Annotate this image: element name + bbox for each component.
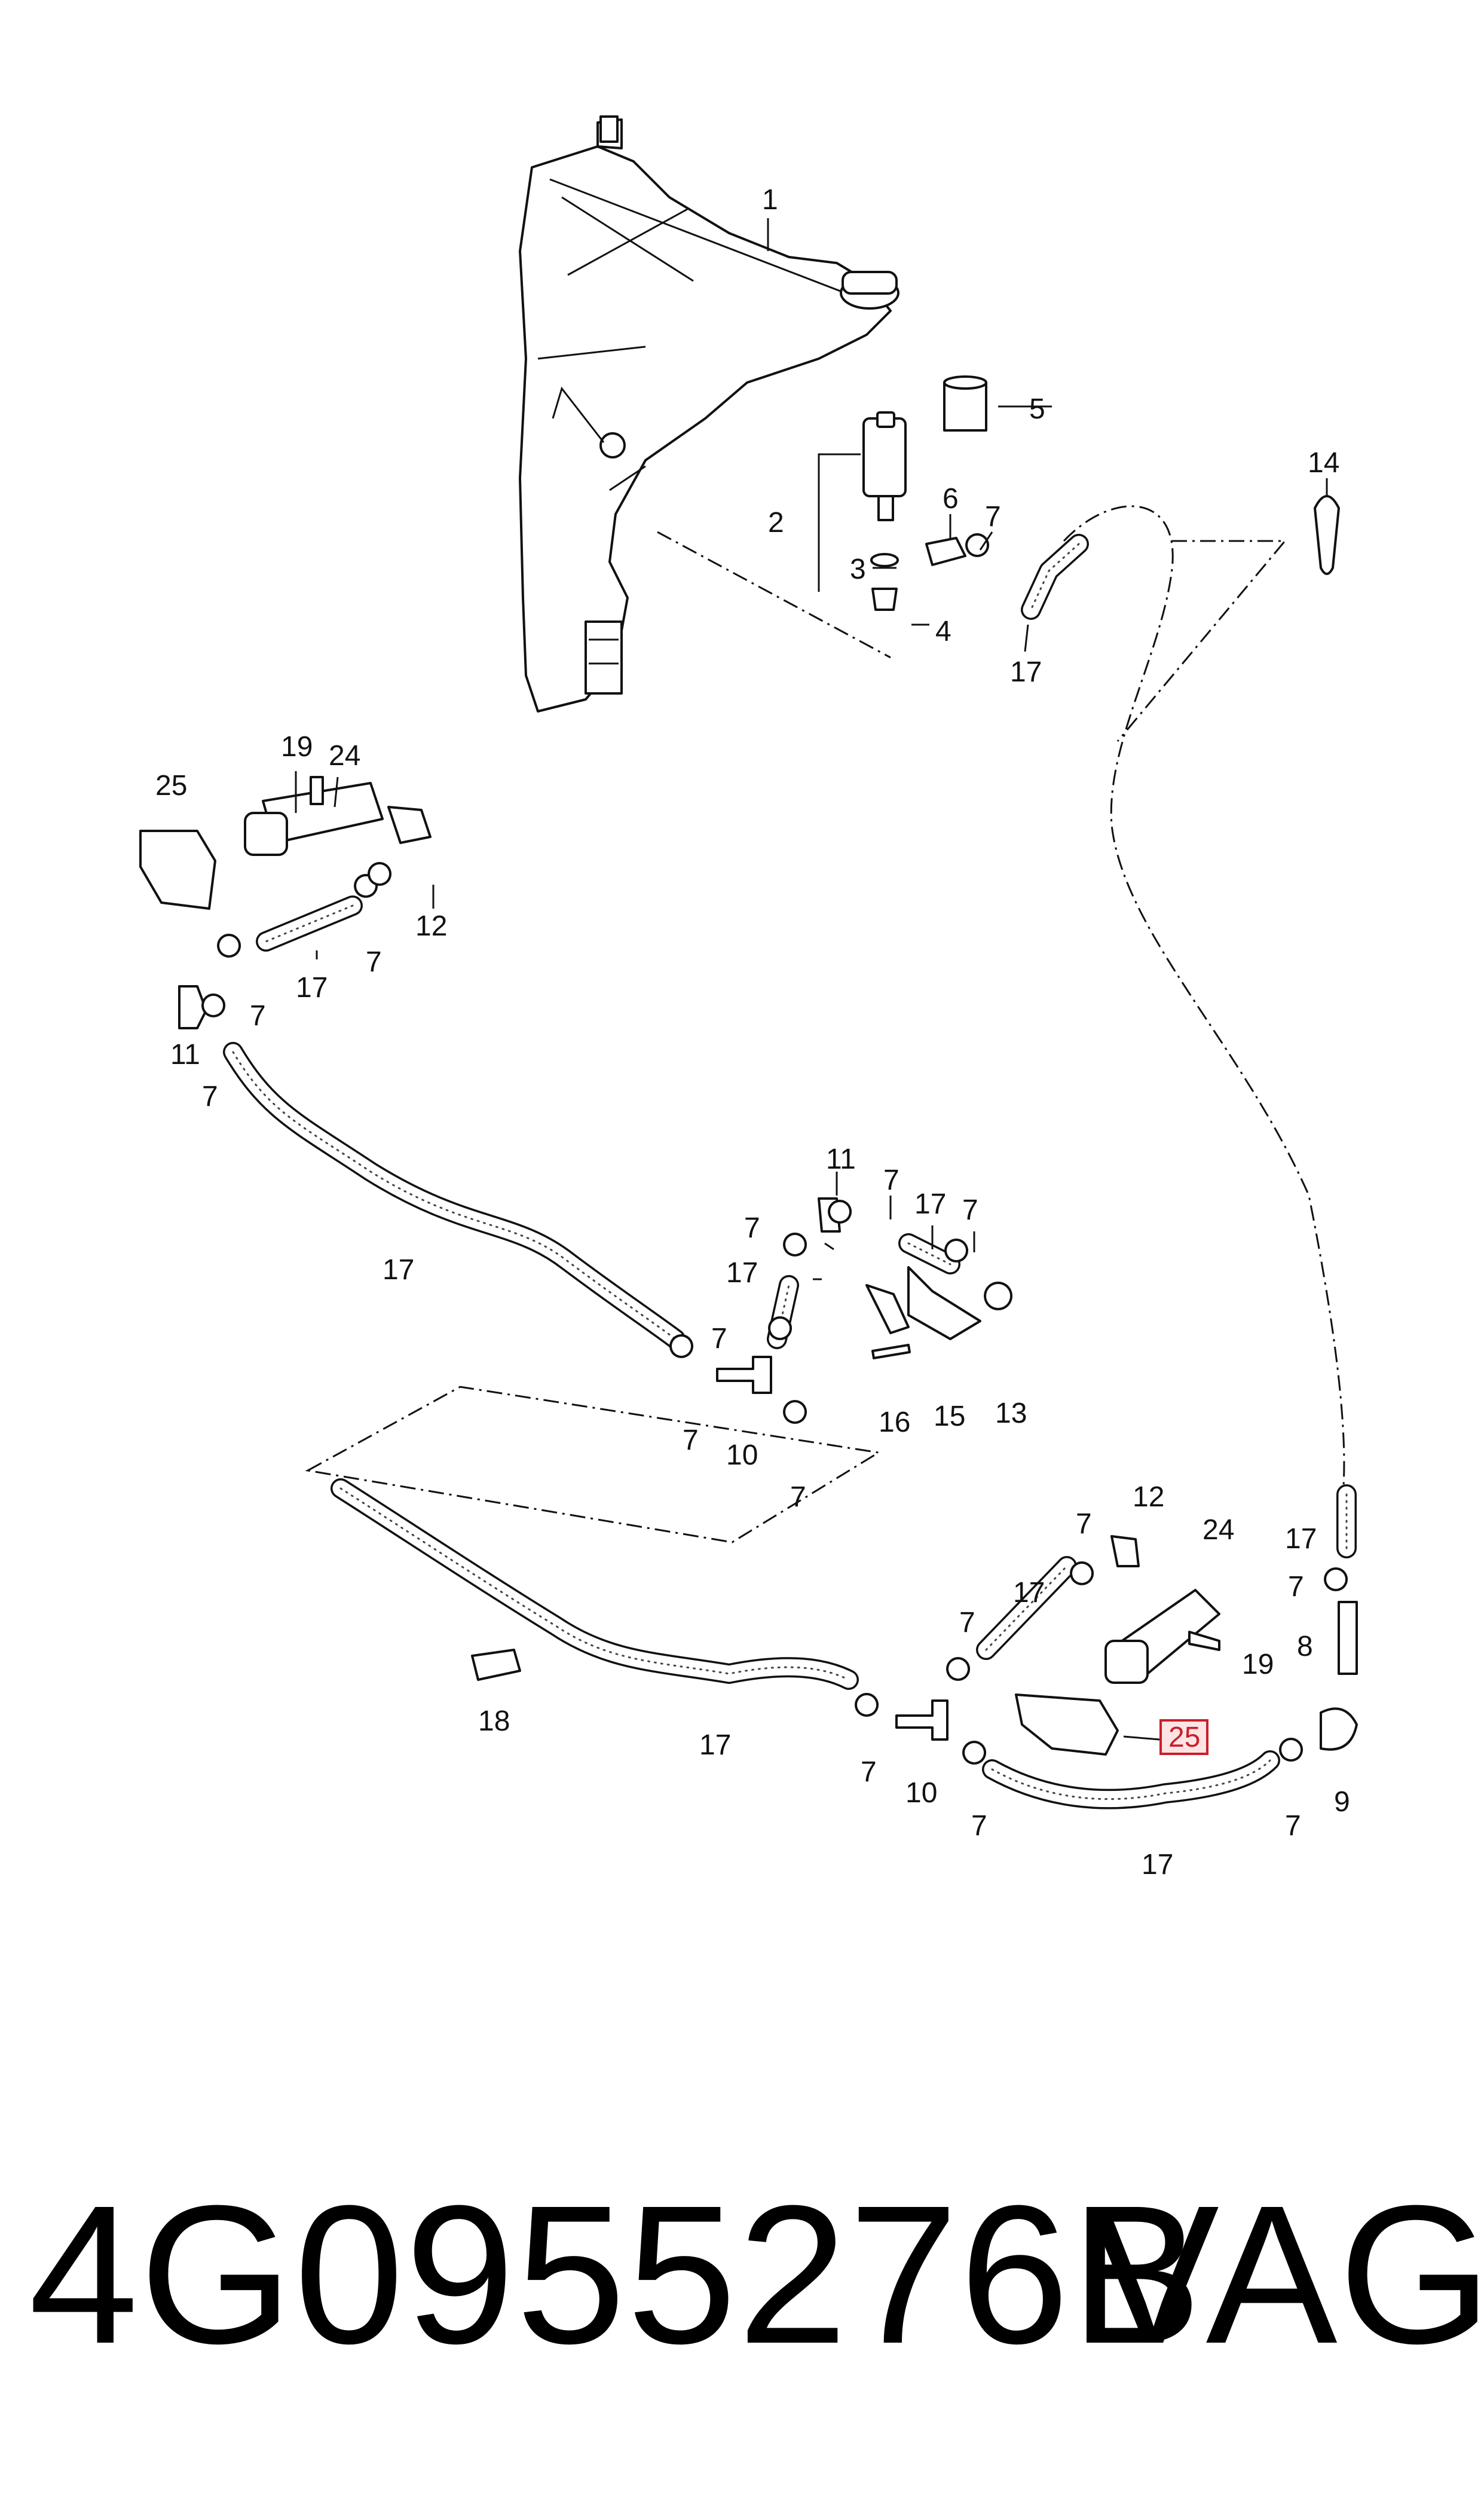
- seal-ring: [870, 553, 899, 567]
- callout-7-j: 7: [790, 1481, 806, 1513]
- clip-h: [1279, 1738, 1304, 1762]
- grommet: [871, 588, 898, 611]
- clip-d: [669, 1334, 694, 1358]
- leader-lines: [295, 218, 1328, 1280]
- callout-24-b: 24: [1203, 1514, 1234, 1546]
- routing-dash-lines: [305, 505, 1345, 1543]
- clip-f: [855, 1693, 879, 1717]
- callout-18: 18: [478, 1705, 510, 1737]
- clip-l: [828, 1200, 852, 1224]
- callout-7-m: 7: [959, 1607, 975, 1638]
- nozzle-assembly-left: [139, 776, 432, 910]
- washer-reservoir: [519, 115, 899, 713]
- callout-15: 15: [934, 1401, 965, 1432]
- callout-7-g: 7: [744, 1212, 760, 1244]
- clip-p: [368, 862, 392, 886]
- callout-5: 5: [1029, 393, 1045, 425]
- bracket-15: [907, 1266, 981, 1340]
- clip-e: [783, 1400, 807, 1424]
- callout-7-h: 7: [711, 1323, 727, 1355]
- callout-12-b: 12: [1133, 1481, 1164, 1513]
- callout-10-b: 10: [905, 1777, 937, 1809]
- washer-pump: [862, 411, 907, 521]
- callout-24-a: 24: [329, 740, 360, 772]
- clip-g: [962, 1741, 987, 1765]
- retaining-strap: [1314, 495, 1340, 575]
- clip-18: [471, 1649, 521, 1681]
- callout-17-c: 17: [383, 1254, 414, 1286]
- callout-11-a: 11: [170, 1039, 200, 1071]
- hose-clip-top: [965, 533, 990, 557]
- callout-14: 14: [1308, 447, 1339, 479]
- callout-7-i: 7: [683, 1424, 699, 1456]
- connector-8: [1338, 1601, 1358, 1675]
- t-connector-lower: [895, 1699, 948, 1741]
- clip-j: [946, 1657, 971, 1681]
- callout-4: 4: [935, 616, 951, 647]
- callout-11-b: 11: [826, 1144, 856, 1175]
- clip-i: [1324, 1567, 1348, 1591]
- clip-m: [944, 1239, 969, 1262]
- hoses: [223, 534, 1357, 1809]
- callout-17-e: 17: [726, 1257, 758, 1289]
- pump-filter-top: [943, 375, 987, 390]
- callout-7-k: 7: [1076, 1508, 1092, 1540]
- fittings: [178, 862, 1358, 1765]
- holder-13: [984, 1282, 1013, 1310]
- callout-19-a: 19: [281, 731, 313, 763]
- callout-17-g: 17: [1013, 1577, 1045, 1609]
- callout-17-a: 17: [1010, 656, 1042, 688]
- callout-16: 16: [879, 1407, 910, 1438]
- cap-25-right: [1015, 1693, 1119, 1756]
- callout-12-a: 12: [415, 910, 447, 942]
- callout-7-n: 7: [861, 1756, 877, 1788]
- callout-labels: 1 2 3 4 5 6 7 14 17 19 24 25 12 7 17 7 1…: [155, 184, 1350, 1881]
- callout-7-a: 7: [985, 501, 1001, 533]
- callout-9: 9: [1334, 1786, 1350, 1818]
- callout-17-d: 17: [914, 1188, 946, 1220]
- callout-25-highlighted: 25: [1168, 1722, 1200, 1753]
- part-number: 4G0955276B: [29, 2164, 1204, 2384]
- callout-7-f: 7: [962, 1194, 978, 1226]
- callout-1: 1: [762, 184, 778, 216]
- callout-7-c: 7: [250, 1000, 266, 1032]
- callout-3: 3: [850, 554, 866, 585]
- callout-7-p: 7: [1285, 1810, 1301, 1842]
- callout-10-a: 10: [726, 1439, 758, 1471]
- t-connector-upper: [716, 1356, 772, 1394]
- elbow-connector-left: [178, 985, 207, 1029]
- clip-a: [217, 934, 241, 958]
- brand-name: VAG: [1088, 2164, 1484, 2384]
- callout-25-a: 25: [155, 770, 187, 802]
- spray-nozzle-15: [865, 1284, 911, 1359]
- callout-7-l: 7: [1288, 1571, 1304, 1603]
- pump-connector: [925, 537, 966, 566]
- callout-6: 6: [943, 483, 959, 515]
- clip-n: [783, 1233, 807, 1257]
- callout-17-f: 17: [1285, 1523, 1317, 1555]
- highlight-box-25: [1159, 1719, 1208, 1755]
- callout-17-i: 17: [1142, 1849, 1173, 1881]
- callout-8: 8: [1297, 1631, 1313, 1662]
- nozzle-assembly-right: [1015, 1589, 1220, 1756]
- clip-o: [768, 1316, 793, 1340]
- clip-k: [1070, 1561, 1094, 1585]
- elbow-connector-right: [1110, 1535, 1140, 1567]
- callout-2: 2: [768, 507, 784, 539]
- clip-c: [201, 993, 226, 1017]
- callout-7-d: 7: [202, 1081, 218, 1112]
- callout-13: 13: [995, 1398, 1027, 1429]
- screw-16: [871, 1344, 911, 1359]
- callout-17-h: 17: [699, 1729, 731, 1761]
- callout-19-b: 19: [1242, 1649, 1274, 1680]
- elbow-9: [1320, 1707, 1358, 1751]
- callout-17-b: 17: [296, 972, 328, 1004]
- callout-7-e: 7: [883, 1164, 899, 1196]
- callout-7-b: 7: [366, 946, 382, 978]
- callout-7-o: 7: [971, 1810, 987, 1842]
